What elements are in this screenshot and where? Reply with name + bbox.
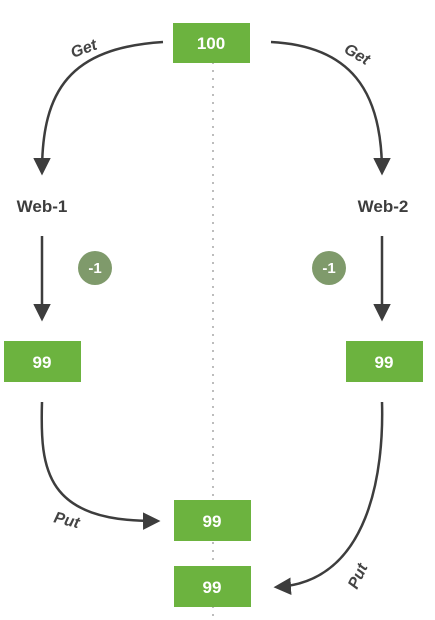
left-local-value-rect (4, 341, 81, 382)
left-put-arrow (40, 401, 161, 530)
left-decrement-text: -1 (88, 260, 101, 277)
web-1-label: Web-1 (17, 197, 68, 216)
right-local-value-text: 99 (375, 353, 394, 372)
right-get-label: Get (341, 41, 373, 69)
right-local-value-rect (346, 341, 423, 382)
left-put-label: Put (52, 509, 82, 532)
right-put-label: Put (345, 561, 372, 592)
stored-value-text-2: 99 (203, 578, 222, 597)
top-value-box: 100 (173, 23, 250, 63)
right-decrement-circle (312, 251, 346, 285)
left-get-arrow (33, 40, 164, 176)
right-put-arrow (273, 401, 384, 595)
top-value-rect (173, 23, 250, 63)
right-decrement-badge: -1 (312, 251, 346, 285)
right-local-value-box: 99 (346, 341, 423, 382)
right-get-arrow (270, 40, 391, 176)
top-value-text: 100 (197, 34, 225, 53)
web-2-label: Web-2 (358, 197, 409, 216)
left-decrement-badge: -1 (78, 251, 112, 285)
right-decrement-text: -1 (322, 260, 335, 277)
left-decrement-circle (78, 251, 112, 285)
stored-value-box-1: 99 (174, 500, 251, 541)
stored-value-rect-2 (174, 566, 251, 607)
left-local-value-text: 99 (33, 353, 52, 372)
stored-value-rect-1 (174, 500, 251, 541)
left-local-value-box: 99 (4, 341, 81, 382)
stored-value-text-1: 99 (203, 512, 222, 531)
stored-value-box-2: 99 (174, 566, 251, 607)
